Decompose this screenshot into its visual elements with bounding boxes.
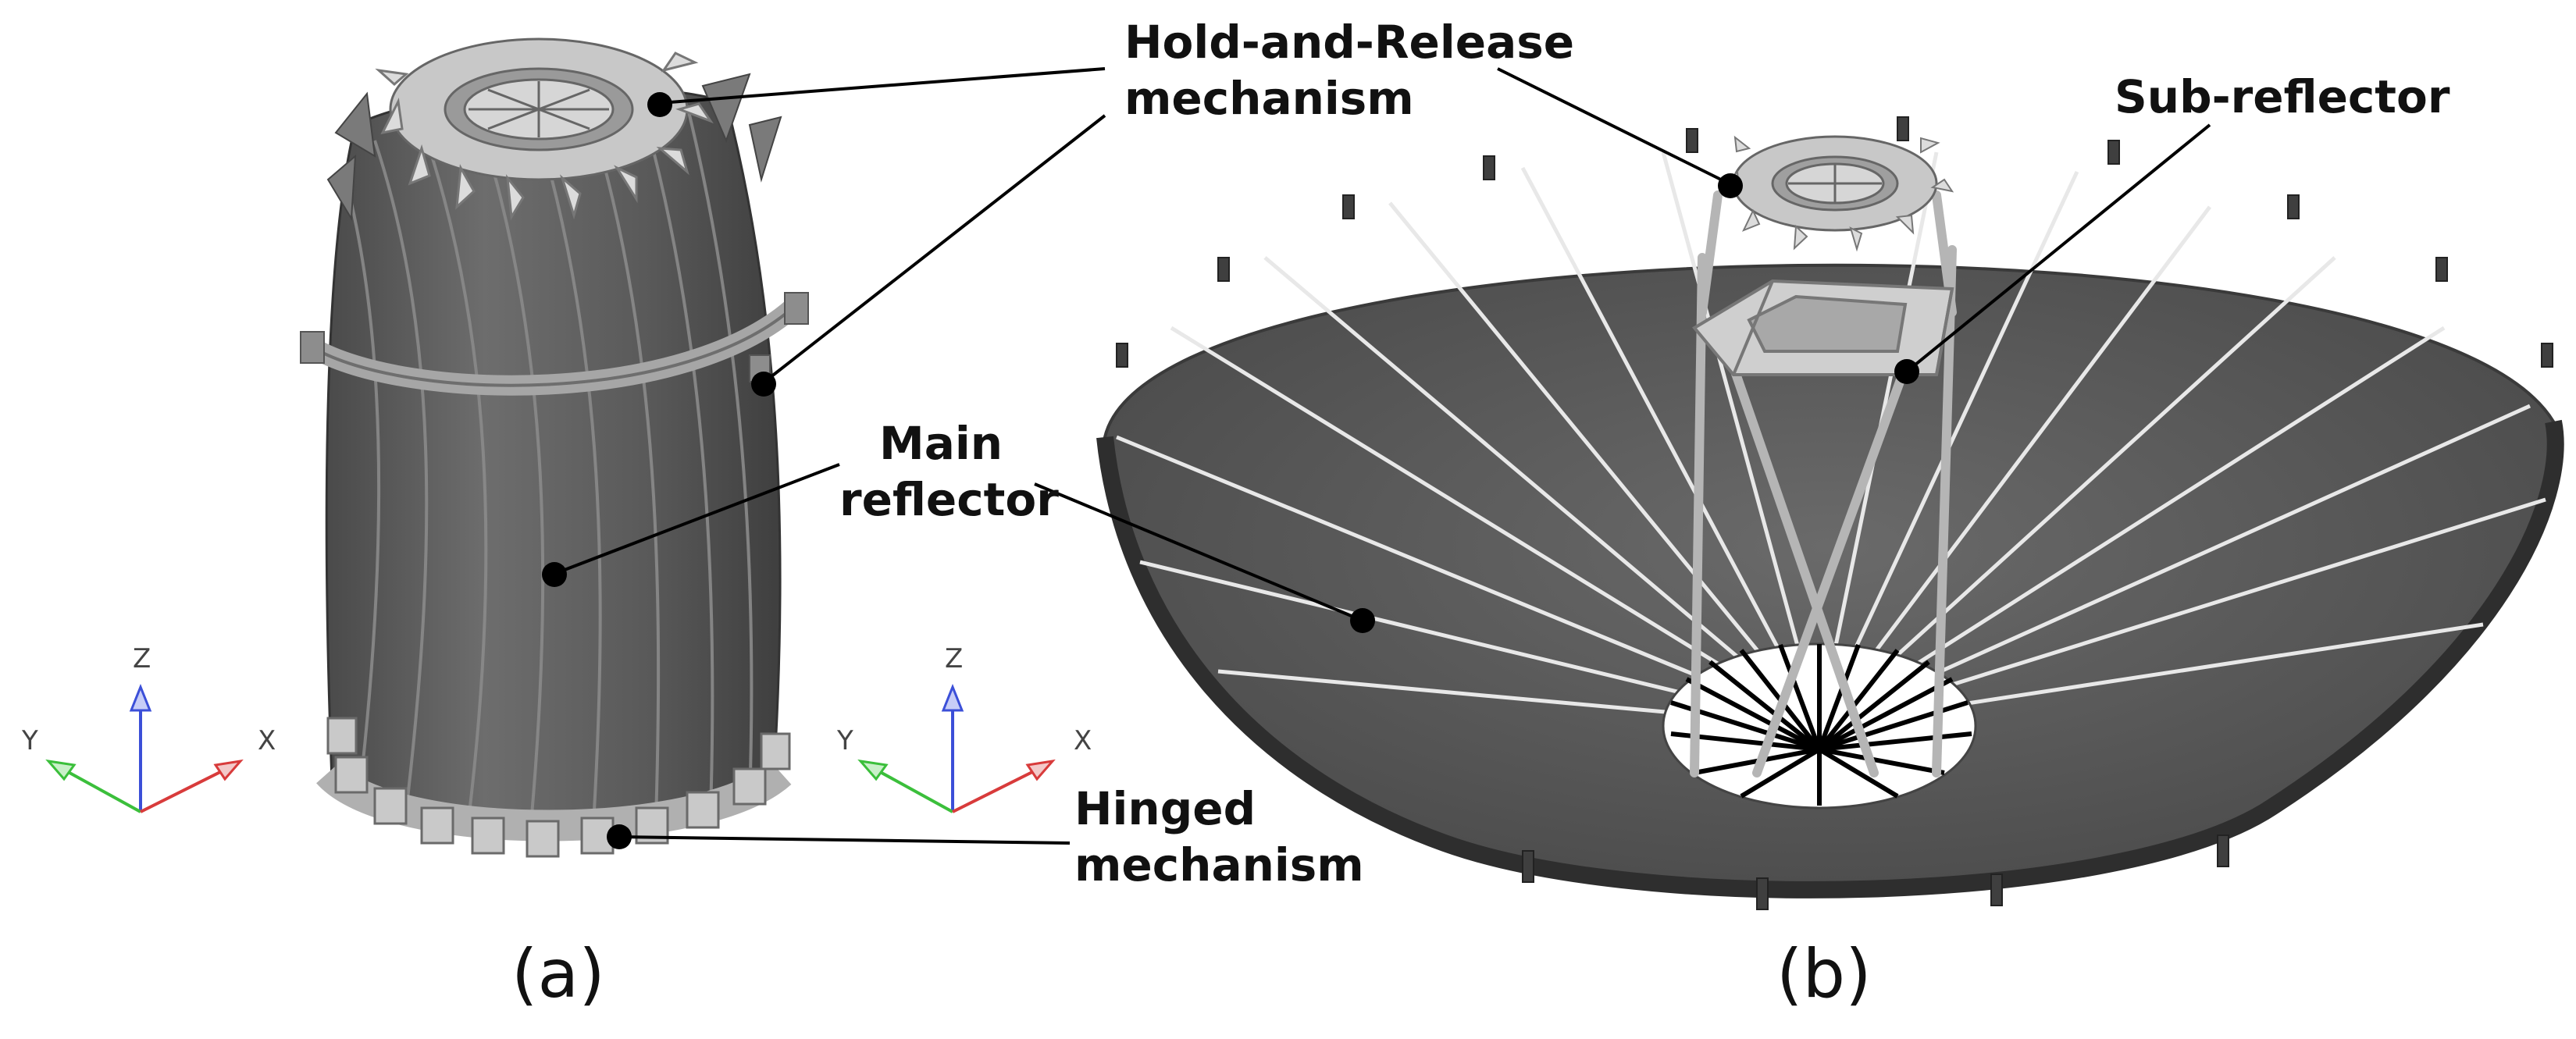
leader-hold-release-ring [762,114,1106,384]
leader-markers [542,92,1919,849]
leader-hold-release-b [1497,67,1731,186]
hold-release-label-line2: mechanism [1124,72,1414,125]
marker-hold-release-ring [751,372,776,397]
main-reflector-label-line1: Main [878,417,1003,470]
hinged-label-line2: mechanism [1074,838,1364,891]
stowed-hold-release-ring [389,37,689,181]
stowed-antenna [300,37,809,858]
deployed-rim-fittings [1116,116,2553,910]
leader-lines [554,67,2211,845]
deployed-hold-release-ring [1732,135,1938,232]
leader-main-reflector-a [554,463,840,575]
sub-reflector-label: Sub-reflector [2115,70,2450,123]
marker-hold-release-a [647,92,672,117]
hinged-label-line1: Hinged [1074,782,1256,835]
marker-main-reflector-a [542,562,567,587]
stowed-hold-release-teeth [375,52,714,221]
leader-hold-release-a [659,67,1106,105]
marker-hold-release-b [1718,173,1743,198]
hinged-label: Hinged mechanism [1074,781,1364,893]
marker-sub-reflector [1894,359,1919,384]
hold-release-label: Hold-and-Release mechanism [1124,14,1574,126]
deployed-sub-reflector [1691,279,1954,376]
axis-right-y-label: Y [836,725,853,756]
leader-sub-reflector [1905,123,2211,373]
marker-hinged [607,824,632,849]
axis-left-z-label: Z [133,643,151,674]
main-reflector-label: Main reflector [839,415,1059,528]
leader-hinged [618,835,1071,845]
axis-right-z-label: Z [945,643,963,674]
caption-a: (a) [511,935,605,1013]
leader-main-reflector-b [1034,482,1363,622]
stowed-hinge-blocks [326,717,791,858]
marker-main-reflector-b [1350,608,1375,633]
hold-release-label-line1: Hold-and-Release [1124,16,1575,69]
axis-left-x-label: X [258,725,276,756]
caption-b: (b) [1776,935,1872,1013]
axis-triad-left [45,683,244,813]
deployed-center-spokes [1670,643,1972,806]
axis-left-y-label: Y [21,725,38,756]
deployed-antenna [1096,116,2564,910]
main-reflector-label-line2: reflector [839,473,1059,526]
axis-right-x-label: X [1074,725,1092,756]
stowed-panel-seams [350,101,754,824]
axis-triad-right [857,683,1056,813]
stowed-top-fins [326,73,782,222]
